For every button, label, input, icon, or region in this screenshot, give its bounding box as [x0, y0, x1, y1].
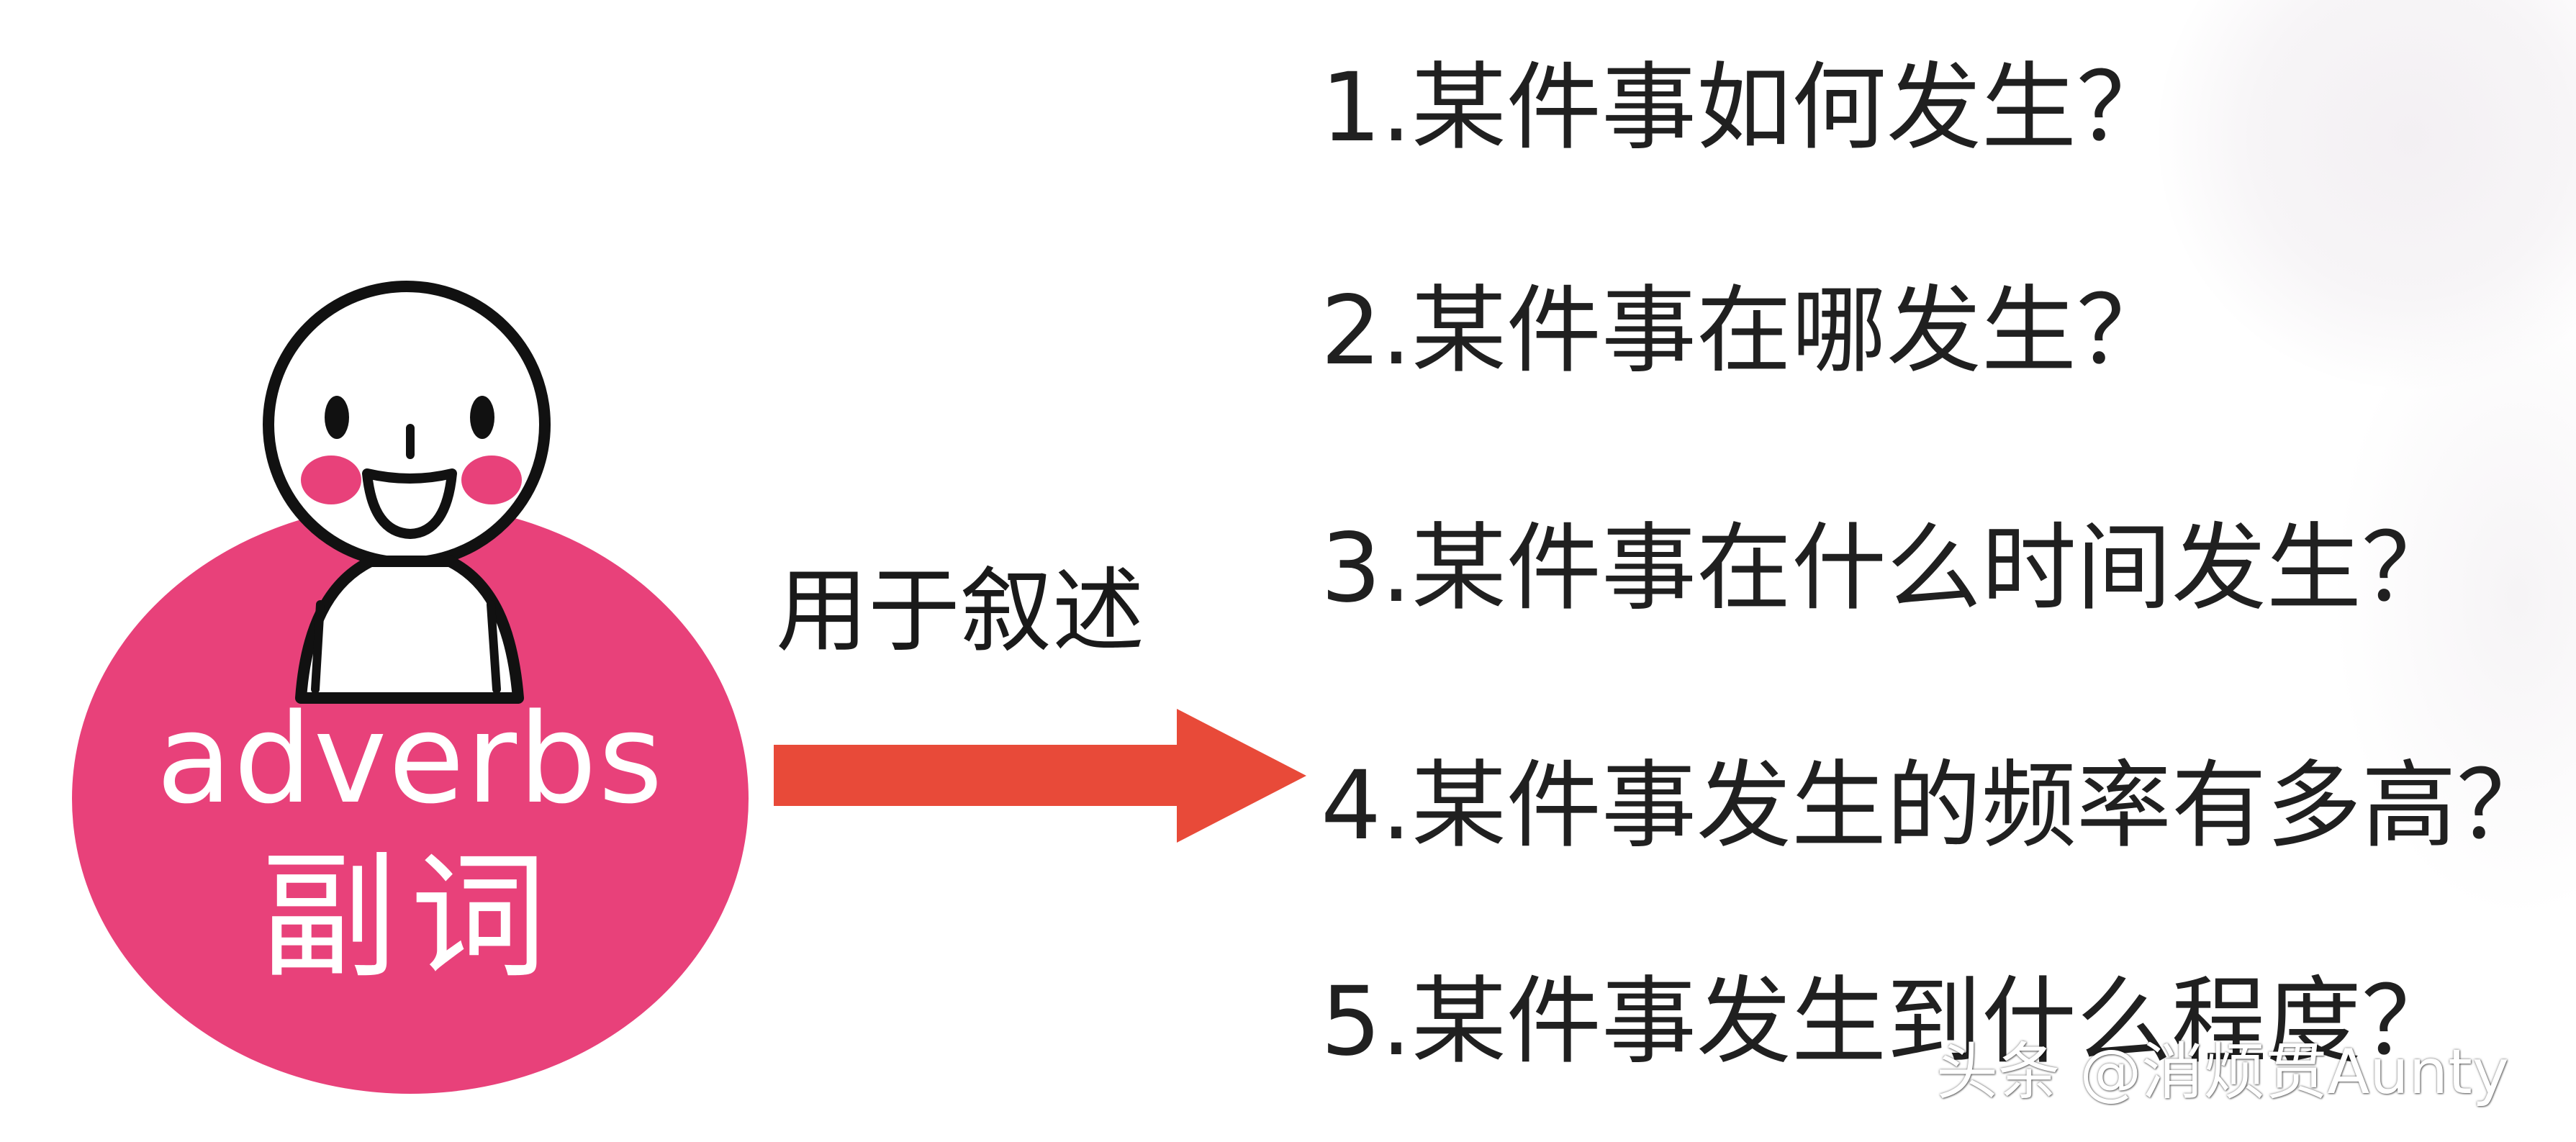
- question-1: 1.某件事如何发生？: [1321, 53, 2171, 163]
- question-4: 4.某件事发生的频率有多高？: [1321, 751, 2552, 861]
- watermark-label: 头条 @消烦贯Aunty: [1936, 1036, 2509, 1108]
- smiling-cartoon-person-icon: [263, 281, 551, 704]
- purpose-label: 用于叙述: [776, 558, 1145, 665]
- adverbs-chinese-label: 副词: [260, 838, 560, 997]
- adverbs-english-label: adverbs: [156, 686, 664, 831]
- question-5: 5.某件事发生到什么程度？: [1321, 966, 2457, 1077]
- question-3: 3.某件事在什么时间发生？: [1321, 513, 2457, 624]
- right-arrow-icon: [774, 709, 1306, 843]
- question-2: 2.某件事在哪发生？: [1321, 276, 2171, 386]
